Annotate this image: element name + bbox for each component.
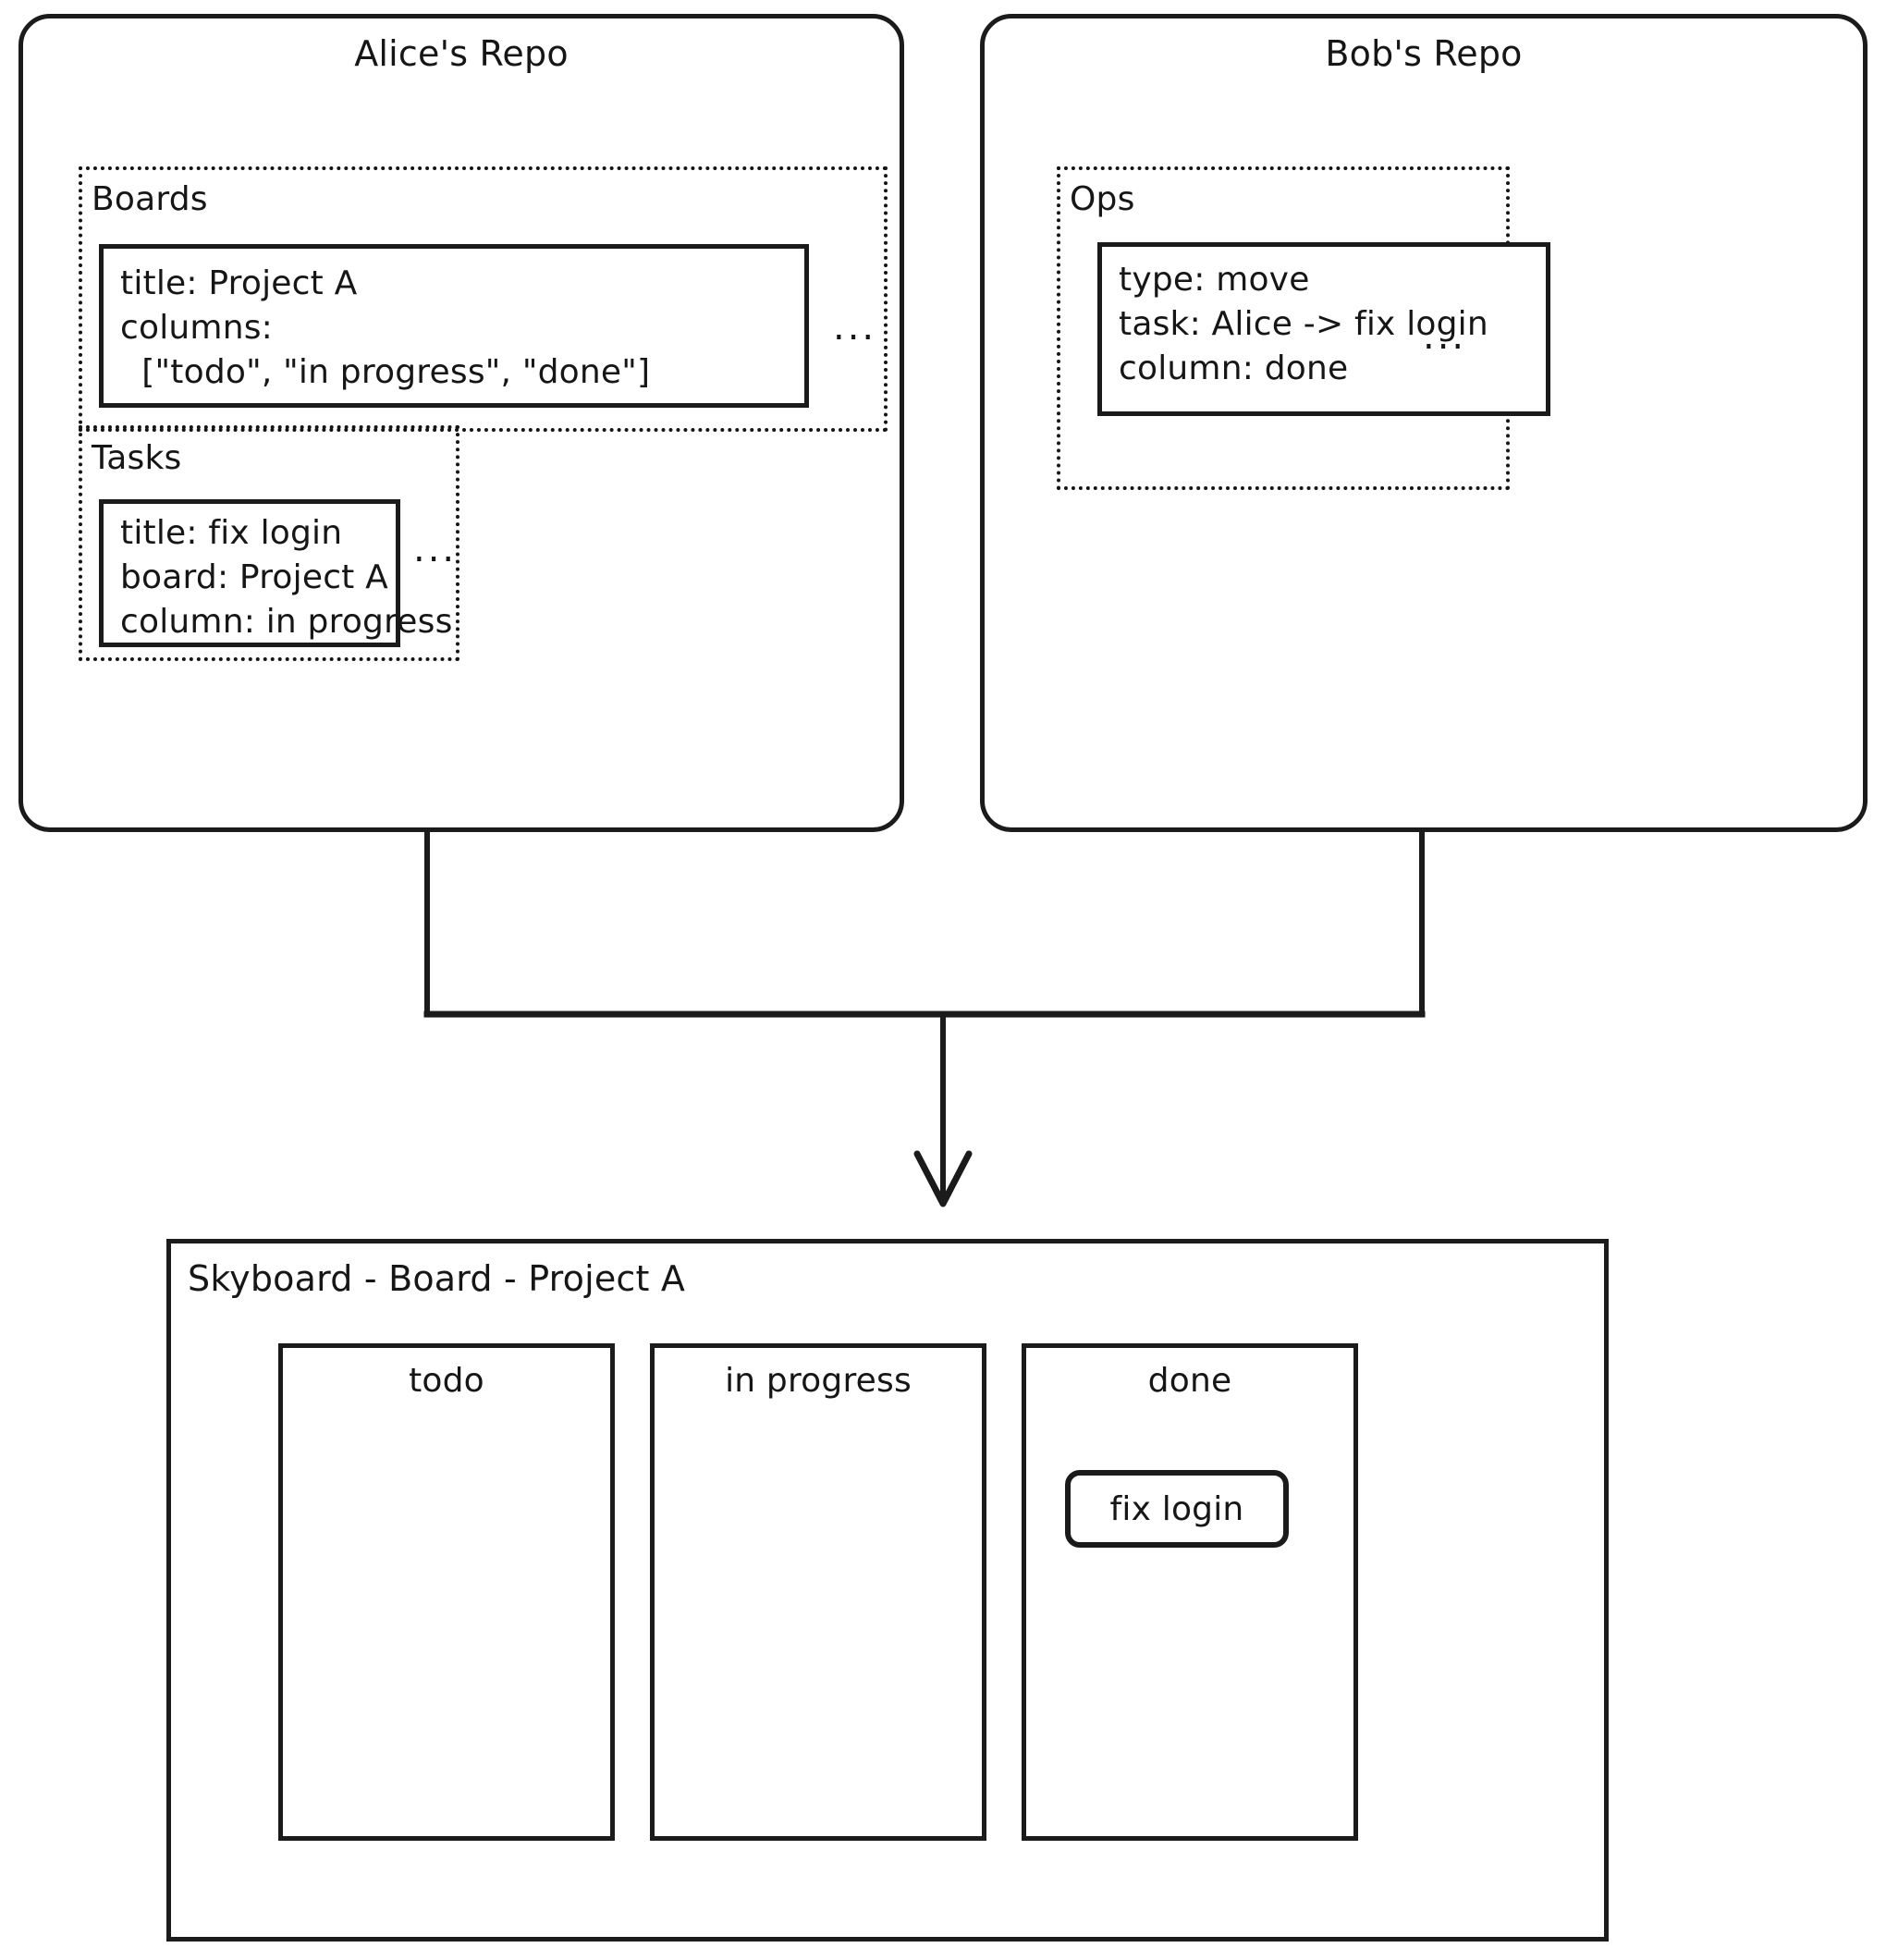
record-body-board: title: Project A columns: ["todo", "in p… (120, 262, 650, 395)
group-label-tasks: Tasks (92, 439, 182, 477)
board-column-title: in progress (725, 1362, 912, 1400)
repo-card-alice[interactable]: Alice's Repo Boards title: Project A col… (18, 14, 904, 832)
record-box-board[interactable]: title: Project A columns: ["todo", "in p… (99, 244, 809, 408)
group-label-boards: Boards (92, 180, 208, 218)
record-line: ["todo", "in progress", "done"] (120, 353, 651, 391)
group-box-ops[interactable]: Ops type: move task: Alice -> fix login … (1057, 166, 1550, 490)
task-card-fix-login[interactable]: fix login (1065, 1470, 1289, 1548)
group-label-ops: Ops (1070, 180, 1135, 218)
record-line: columns: (120, 309, 274, 347)
ellipsis-boards: ... (833, 306, 877, 349)
repo-card-bob[interactable]: Bob's Repo Ops type: move task: Alice ->… (980, 14, 1868, 832)
group-box-tasks[interactable]: Tasks title: fix login board: Project A … (79, 425, 459, 661)
record-body-task: title: fix login board: Project A column… (120, 511, 453, 644)
board-column-title: todo (409, 1362, 484, 1400)
record-body-op: type: move task: Alice -> fix login colu… (1119, 258, 1488, 391)
record-line: title: fix login (120, 514, 343, 552)
ellipsis-ops: ... (1423, 315, 1467, 358)
record-line: task: Alice -> fix login (1119, 305, 1488, 343)
board-column-title: done (1147, 1362, 1232, 1400)
record-line: column: done (1119, 349, 1349, 387)
board-column-in-progress[interactable]: in progress (650, 1343, 986, 1841)
ellipsis-tasks: ... (413, 528, 458, 570)
repo-title-alice: Alice's Repo (354, 33, 569, 74)
skyboard-panel[interactable]: Skyboard - Board - Project A todo in pro… (166, 1239, 1609, 1942)
skyboard-title: Skyboard - Board - Project A (188, 1258, 686, 1299)
record-box-task[interactable]: title: fix login board: Project A column… (99, 499, 452, 647)
record-line: type: move (1119, 261, 1310, 299)
group-box-boards[interactable]: Boards title: Project A columns: ["todo"… (79, 166, 888, 432)
board-column-done[interactable]: done fix login (1022, 1343, 1358, 1841)
record-line: column: in progress (120, 603, 453, 641)
record-box-op[interactable]: type: move task: Alice -> fix login colu… (1097, 242, 1550, 416)
board-column-todo[interactable]: todo (278, 1343, 615, 1841)
record-line: title: Project A (120, 264, 358, 302)
repo-title-bob: Bob's Repo (1325, 33, 1523, 74)
record-line: board: Project A (120, 558, 388, 596)
